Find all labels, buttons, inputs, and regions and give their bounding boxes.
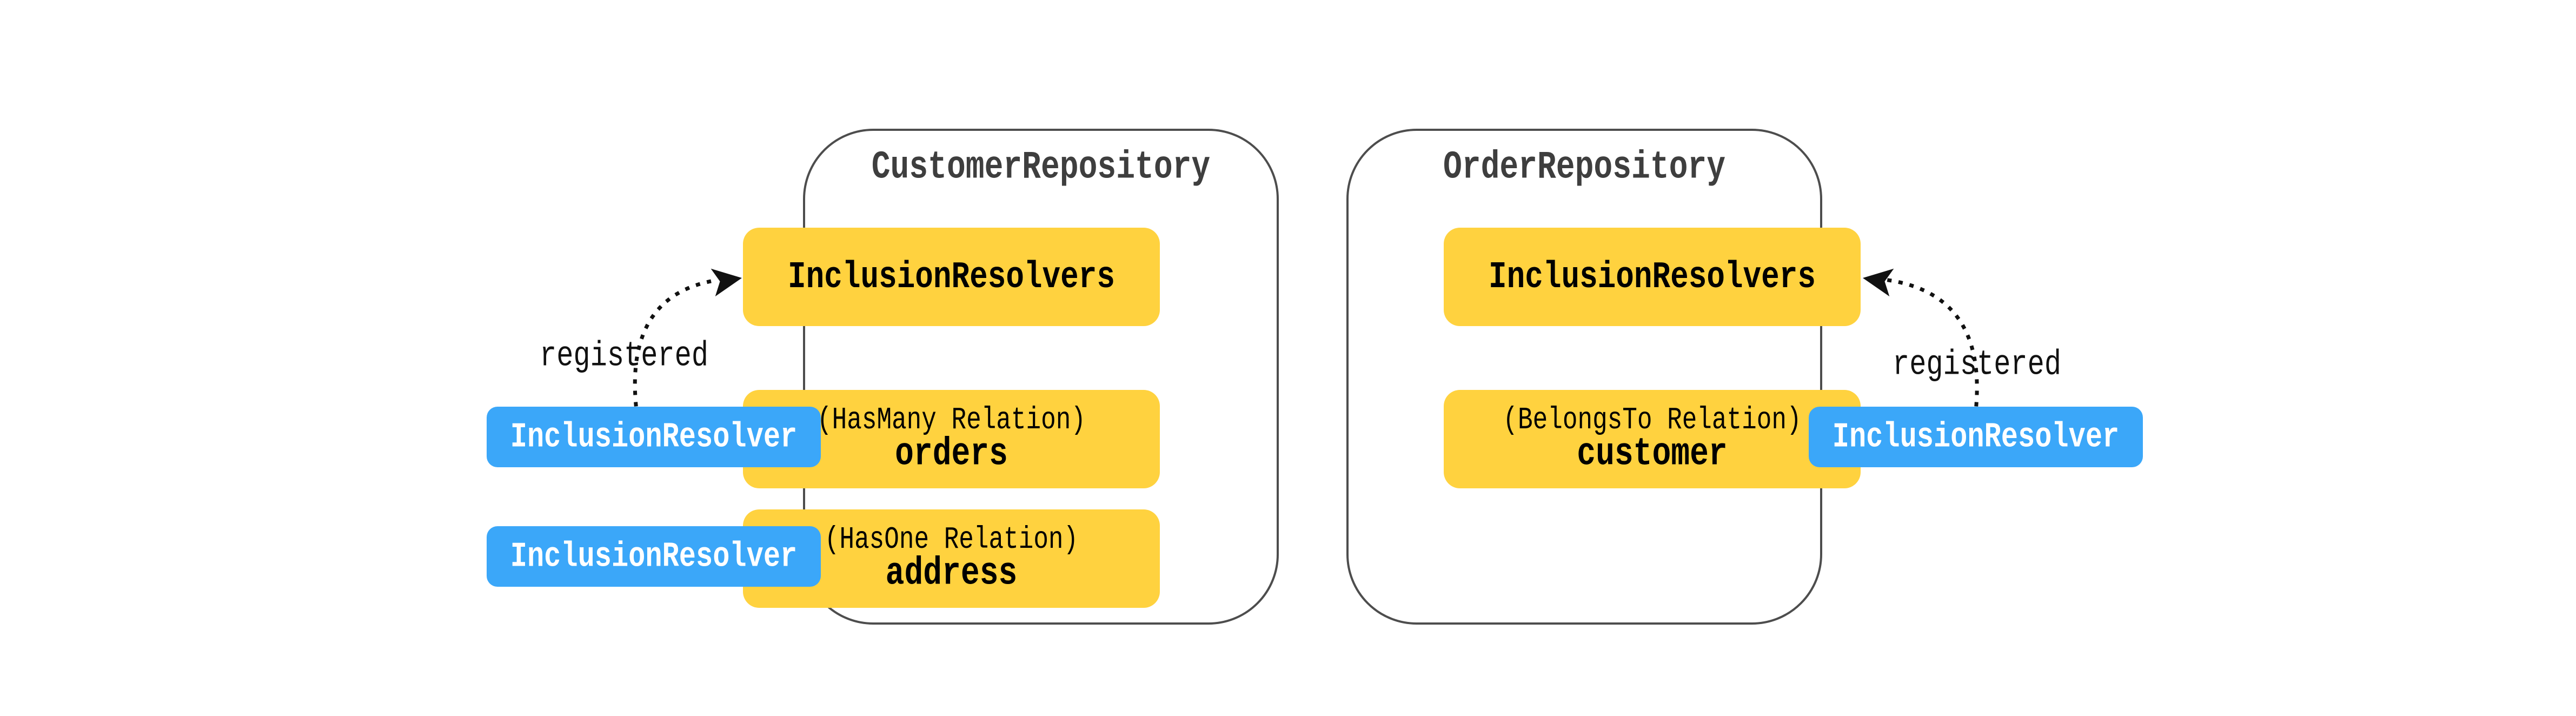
order-repository-box — [1346, 129, 1822, 625]
customer-repository-box — [803, 129, 1279, 625]
inclusion-resolver-chip-label: InclusionResolver — [1832, 417, 2120, 457]
order-repository-title: OrderRepository — [1346, 145, 1822, 190]
registered-label-right: registered — [1893, 344, 2062, 384]
inclusion-resolver-chip-address: InclusionResolver — [487, 526, 821, 587]
inclusion-resolver-chip-orders: InclusionResolver — [487, 407, 821, 467]
relation-name-label: orders — [895, 432, 1008, 476]
relation-box-orders: (HasMany Relation) orders — [743, 390, 1160, 488]
arrowhead-icon — [711, 268, 742, 297]
relation-kind-label: (HasMany Relation) — [817, 402, 1086, 438]
customer-repository-title: CustomerRepository — [803, 145, 1279, 190]
registered-arrow-left — [633, 268, 742, 407]
inclusion-resolvers-label: InclusionResolvers — [1489, 255, 1816, 299]
arrowhead-icon — [1863, 268, 1894, 297]
inclusion-resolver-chip-label: InclusionResolver — [510, 417, 798, 457]
registered-label-left: registered — [540, 336, 709, 376]
relation-name-label: customer — [1577, 432, 1728, 476]
relation-box-address: (HasOne Relation) address — [743, 509, 1160, 608]
repository-title-text: OrderRepository — [1443, 145, 1726, 190]
repository-title-text: CustomerRepository — [871, 145, 1211, 190]
inclusion-resolvers-box-order: InclusionResolvers — [1444, 228, 1861, 326]
relation-box-customer: (BelongsTo Relation) customer — [1444, 390, 1861, 488]
inclusion-resolvers-label: InclusionResolvers — [788, 255, 1115, 299]
relation-kind-label: (BelongsTo Relation) — [1503, 402, 1802, 438]
relation-name-label: address — [885, 552, 1018, 596]
inclusion-resolvers-box-customer: InclusionResolvers — [743, 228, 1160, 326]
dotted-curve — [1886, 278, 1979, 407]
inclusion-resolver-chip-label: InclusionResolver — [510, 536, 798, 576]
inclusion-resolver-chip-customer: InclusionResolver — [1809, 407, 2143, 467]
relation-kind-label: (HasOne Relation) — [824, 522, 1079, 558]
